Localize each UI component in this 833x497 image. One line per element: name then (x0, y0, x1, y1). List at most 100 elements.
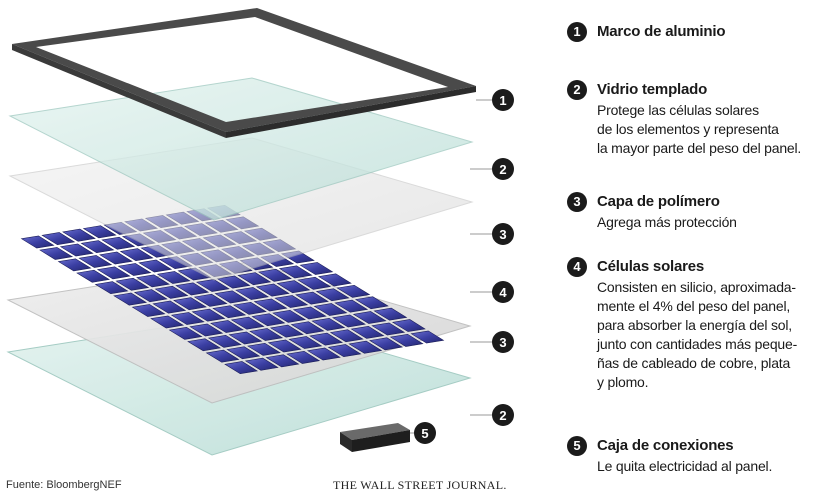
callout-2-top-number: 2 (499, 162, 506, 177)
solar-cell (94, 281, 129, 295)
solar-cell (315, 288, 350, 302)
solar-cell (101, 236, 136, 250)
legend-number-1: 1 (567, 22, 587, 42)
solar-cell (235, 287, 270, 300)
solar-cell (210, 320, 244, 333)
solar-cell (290, 321, 325, 335)
legend-number-3: 3 (567, 192, 587, 212)
solar-cell (99, 251, 133, 265)
solar-cell (207, 334, 242, 348)
solar-cell (117, 263, 152, 276)
solar-cell (354, 296, 389, 310)
solar-cell (175, 282, 210, 296)
solar-cell (336, 284, 371, 298)
solar-cell (150, 315, 185, 329)
solar-cell (80, 240, 115, 254)
legend-title-frame: Marco de aluminio (597, 23, 726, 40)
solar-cell (170, 312, 205, 325)
solar-cell (195, 279, 230, 292)
callout-2-top: 2 (470, 158, 514, 180)
solar-cell (96, 266, 131, 280)
legend-number-2: 2 (567, 80, 587, 100)
solar-cell (191, 308, 226, 322)
solar-cell (369, 337, 403, 351)
solar-cell (329, 329, 364, 343)
legend-title-glass: Vidrio templado (597, 81, 708, 98)
solar-cell (288, 336, 323, 349)
solar-cell (82, 225, 117, 239)
solar-cell (138, 259, 173, 273)
solar-cell (309, 332, 344, 346)
solar-cell (212, 305, 247, 319)
callout-3-top-number: 3 (499, 227, 506, 242)
solar-cell (59, 243, 94, 257)
solar-cell (258, 268, 292, 282)
solar-cell (154, 285, 189, 299)
solar-cell (311, 317, 346, 331)
solar-cell (286, 350, 321, 364)
callout-1-number: 1 (499, 93, 506, 108)
solar-cell (334, 299, 369, 313)
solar-cell (226, 346, 261, 360)
callout-3-top: 3 (470, 223, 514, 245)
solar-cell (274, 295, 309, 308)
solar-cell (119, 248, 154, 262)
solar-cell (244, 357, 279, 371)
solar-cell (228, 331, 263, 345)
solar-cell (297, 276, 332, 290)
legend-title-polymer: Capa de polímero (597, 193, 720, 210)
solar-cell (253, 298, 288, 312)
solar-cell (389, 333, 424, 347)
legend-desc-polymer: Agrega más protección (597, 214, 737, 230)
solar-cell (371, 322, 406, 336)
callout-2-bottom-number: 2 (499, 408, 506, 423)
solar-cell (131, 304, 166, 317)
solar-cell (292, 306, 327, 320)
callout-4-number: 4 (499, 285, 507, 300)
solar-cell (189, 323, 224, 337)
solar-cell (255, 283, 290, 297)
solar-cell (295, 291, 329, 305)
solar-cell (350, 325, 385, 339)
solar-cell (62, 228, 96, 242)
solar-cell (306, 347, 341, 361)
solar-cell (352, 311, 387, 324)
solar-cell (269, 324, 304, 338)
solar-cell (76, 269, 111, 283)
callout-2-bottom: 2 (470, 404, 514, 426)
solar-cell (78, 255, 113, 268)
solar-cell (39, 247, 74, 260)
solar-cell (216, 275, 251, 289)
solar-cell (57, 258, 92, 272)
callout-3-bottom-number: 3 (499, 335, 506, 350)
solar-cell (278, 265, 313, 279)
solar-cell (317, 273, 352, 287)
solar-cell (410, 330, 445, 344)
solar-cell (205, 349, 240, 363)
publisher-credit: THE WALL STREET JOURNAL. (333, 478, 507, 492)
solar-cell (152, 300, 187, 314)
legend-number-5: 5 (567, 436, 587, 456)
solar-cell (276, 280, 311, 294)
solar-cell (237, 272, 272, 286)
solar-cell (193, 293, 228, 307)
legend-title-cells: Células solares (597, 258, 705, 275)
solar-cell (373, 307, 408, 321)
solar-cell (313, 303, 348, 316)
callout-3-bottom: 3 (470, 331, 514, 353)
aluminum-frame (12, 8, 476, 138)
solar-cell (168, 326, 203, 340)
solar-cell (251, 313, 286, 327)
solar-cell (214, 290, 249, 304)
legend-number-4: 4 (567, 257, 587, 277)
solar-cell (115, 277, 150, 291)
legend-title-junction-box: Caja de conexiones (597, 437, 734, 454)
source-note: Fuente: BloombergNEF (6, 479, 122, 491)
solar-cell (348, 340, 383, 354)
solar-cell (113, 292, 148, 306)
callout-5: 5 (410, 422, 436, 444)
solar-cell (20, 235, 55, 249)
solar-cell (136, 274, 170, 288)
solar-cell (156, 271, 191, 284)
